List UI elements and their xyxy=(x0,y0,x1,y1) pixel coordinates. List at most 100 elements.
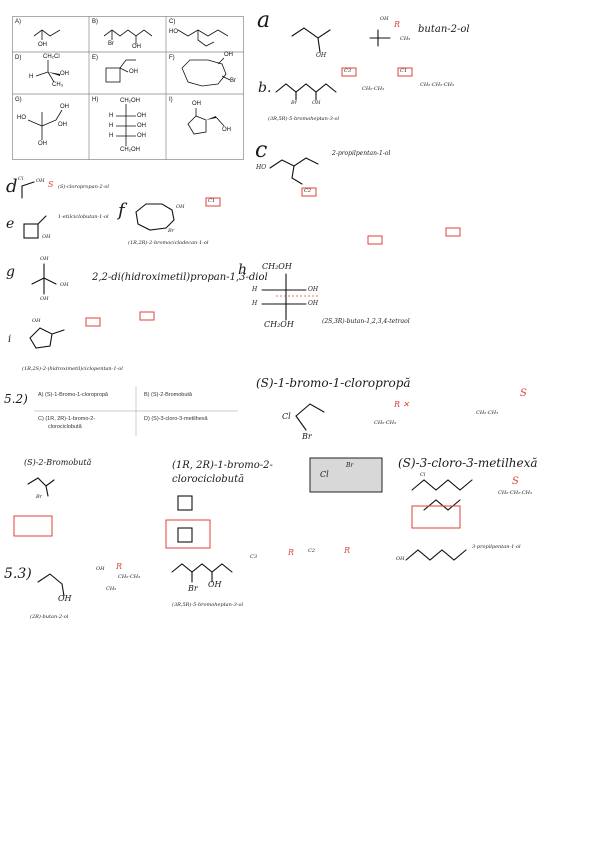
s53-ch3: CH₃ xyxy=(106,586,117,592)
note-a-ch3: CH₃ xyxy=(400,36,411,42)
section-5-3: 5.3) xyxy=(4,566,32,582)
note-i-oh: OH xyxy=(32,318,41,324)
s53-oh3: OH xyxy=(208,580,222,589)
cell-f-atom-br: Br xyxy=(230,78,236,84)
cell-h-atom-h1: H xyxy=(109,113,114,119)
note-c-name: 2-propilpentan-1-ol xyxy=(332,150,391,157)
cell-h-atom-oh3: OH xyxy=(137,133,146,139)
cloro-metilhex-ch2ch2ch3: CH₂-CH₂-CH₃ xyxy=(498,490,532,496)
big-title: (S)-1-bromo-1-cloropropă xyxy=(256,376,411,390)
cell-d-label: D) xyxy=(15,55,22,61)
note-f-c1: C1 xyxy=(208,198,216,204)
note-b-c3: C3 xyxy=(344,68,352,74)
cell-b-label: B) xyxy=(92,19,98,25)
s53-oh: OH xyxy=(58,594,72,603)
cloro-metilhex-s: S xyxy=(512,476,519,487)
table-cell-d: D) (S)-3-cloro-3-metilhexă xyxy=(144,416,208,422)
note-h-letter: h xyxy=(238,262,248,278)
cell-d-atom-2: H xyxy=(29,74,34,80)
s53-br: Br xyxy=(188,584,198,593)
cell-f-label: F) xyxy=(169,55,175,61)
table-cell-b: B) (S)-2-Bromobută xyxy=(144,392,192,398)
cell-a-atom: OH xyxy=(38,42,47,48)
cell-d-atom-4: CH₃ xyxy=(52,82,64,88)
cell-h-atom-oh1: OH xyxy=(137,113,146,119)
cell-h-atom-h3: H xyxy=(109,133,114,139)
note-d-name: (S)-cloropropan-2-ol xyxy=(58,184,109,190)
answer-table: A) (S)-1-Bromo-1-cloropropă B) (S)-2-Bro… xyxy=(34,386,239,436)
note-g-oh1: OH xyxy=(40,256,49,262)
big-s: S xyxy=(520,388,527,399)
note-a-oh: OH xyxy=(316,52,327,59)
table-cell-c2: clorociclobută xyxy=(48,424,82,430)
note-h-ch2oh-bottom: CH₂OH xyxy=(264,320,294,329)
s53-oh2: OH xyxy=(96,566,105,572)
cell-c-label: C) xyxy=(169,19,176,25)
cell-i-label: I) xyxy=(169,97,173,103)
note-g-name: 2,2-di(hidroximetil)propan-1,3-diol xyxy=(92,272,268,283)
note-c-letter: c xyxy=(255,138,268,163)
propilpentan-name: 3-propilpentan-1-ol xyxy=(472,544,521,550)
note-e-letter: e xyxy=(6,216,15,232)
cell-i-atom-1: OH xyxy=(192,101,201,107)
bromo-cloro-title-1: (1R, 2R)-1-bromo-2- xyxy=(172,460,273,471)
note-f-letter: f xyxy=(118,200,125,221)
note-b-name: (3R,5R)-5-bromoheptan-3-ol xyxy=(268,116,340,122)
big-ch2ch3-b: CH₂-CH₃ xyxy=(476,410,499,416)
big-ch2ch3: CH₂-CH₃ xyxy=(374,420,397,426)
note-c-ho: HO xyxy=(256,164,267,171)
s53-r: R xyxy=(116,562,123,571)
cell-c-atom: HO xyxy=(169,29,178,35)
cloro-metilhex-cl: Cl xyxy=(420,472,426,478)
section-5-2: 5.2) xyxy=(4,392,28,406)
big-cl: Cl xyxy=(282,412,291,421)
cell-i-atom-2: OH xyxy=(222,127,231,133)
note-h-h1: H xyxy=(252,286,258,293)
big-br: Br xyxy=(302,432,312,441)
note-a-oh2: OH xyxy=(380,16,389,22)
note-d-letter: d xyxy=(6,176,18,197)
cell-h-atom-h2: H xyxy=(109,123,114,129)
note-e-name: 1-etilciclobutan-1-ol xyxy=(58,214,109,220)
note-g-oh2: OH xyxy=(60,282,69,288)
table-cell-a: A) (S)-1-Bromo-1-cloropropă xyxy=(38,392,108,398)
cell-a-label: A) xyxy=(15,19,21,25)
big-rx: R ✕ xyxy=(394,400,410,409)
s53-ch2: CH₂-CH₃ xyxy=(118,574,141,580)
note-b-ch2ch3: CH₂-CH₃ xyxy=(362,86,385,92)
s53-c3: C3 xyxy=(250,554,258,560)
cell-h-label: H) xyxy=(92,97,99,103)
cell-g-atom-3: OH xyxy=(58,122,67,128)
cell-b-atom-oh: OH xyxy=(132,44,141,50)
cloro-metilhex-title: (S)-3-cloro-3-metilhexă xyxy=(398,456,538,470)
note-f-c2: C2 xyxy=(304,188,312,194)
note-b-br: Br xyxy=(291,100,298,106)
note-d-s: S xyxy=(48,180,54,189)
cell-g-label: G) xyxy=(15,97,22,103)
note-b-ch2ch2ch3: CH₂-CH₂-CH₃ xyxy=(420,82,454,88)
note-f-br: Br xyxy=(168,228,175,234)
cell-h-atom-top: CH₂OH xyxy=(120,98,140,104)
note-a-r: R xyxy=(394,20,401,29)
note-f-name: (1R,2R)-2-bromociclodecan-1-ol xyxy=(128,240,209,246)
note-h-oh2: OH xyxy=(308,300,319,307)
bromo-cloro-title-2: clorociclobută xyxy=(172,474,245,485)
note-b-oh: OH xyxy=(312,100,321,106)
cell-d-atom-1: CH₂Cl xyxy=(43,54,60,60)
note-i-name: (1R,2S)-2-(hidroximetil)ciclopentan-1-ol xyxy=(22,366,123,372)
cell-g-atom-1: HO xyxy=(17,115,26,121)
s53-name: (2R)-butan-2-ol xyxy=(30,614,69,620)
note-b-c5: C1 xyxy=(400,68,408,74)
note-d-oh: OH xyxy=(36,178,45,184)
note-h-ch2oh-top: CH₂OH xyxy=(262,262,292,271)
cell-e-label: E) xyxy=(92,55,98,61)
note-i-letter: i xyxy=(8,334,12,345)
s53-c5: C2 xyxy=(308,548,316,554)
s53-r3: R xyxy=(344,546,351,555)
propilpentan-oh: OH xyxy=(396,556,405,562)
s53-name2: (3R,5R)-5-bromoheptan-3-ol xyxy=(172,602,244,608)
note-h-name: (2S,3R)-butan-1,2,3,4-tetraol xyxy=(322,318,410,325)
structures-grid: A) OH B) Br OH C) HO D) CH₂Cl H OH CH₃ E… xyxy=(12,16,244,160)
note-b-letter: b. xyxy=(258,80,272,96)
